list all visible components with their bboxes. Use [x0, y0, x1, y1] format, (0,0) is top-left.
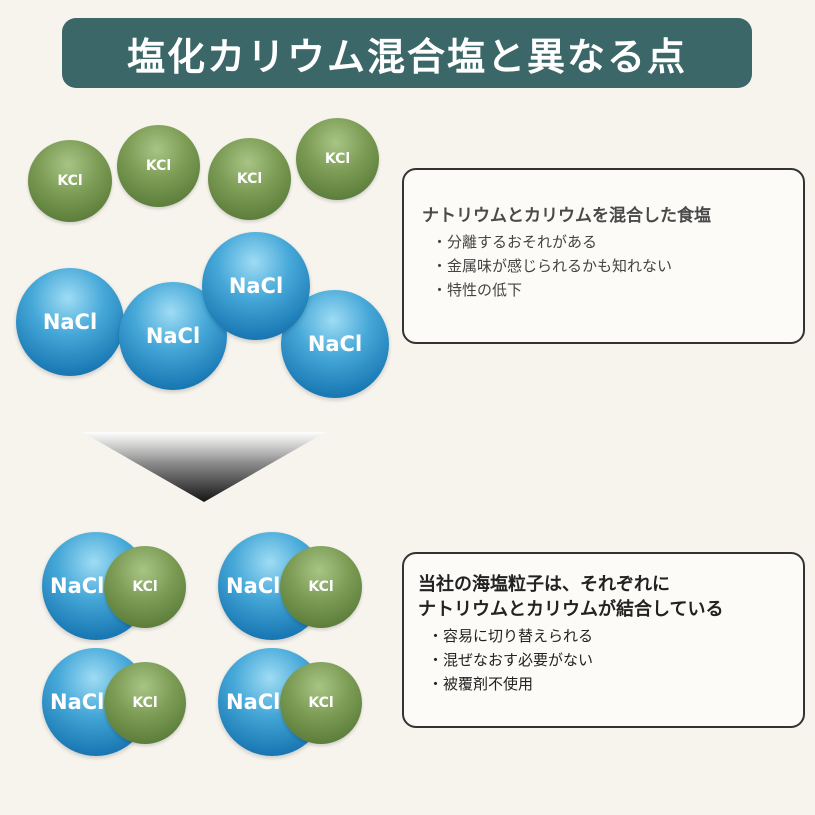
- list-item: 分離するおそれがある: [422, 230, 803, 254]
- mixed-salt-heading: ナトリウムとカリウムを混合した食塩: [422, 206, 711, 226]
- kcl-label: KCl: [308, 695, 334, 711]
- nacl-particle: NaCl: [202, 232, 310, 340]
- nacl-label: NaCl: [50, 574, 105, 598]
- list-item: 特性の低下: [422, 278, 803, 302]
- page-title: 塩化カリウム混合塩と異なる点: [126, 34, 687, 79]
- kcl-label: KCl: [145, 158, 172, 174]
- kcl-label: KCl: [132, 695, 158, 711]
- nacl-particle: NaCl: [16, 268, 124, 376]
- nacl-label: NaCl: [226, 690, 281, 714]
- kcl-particle: KCl: [280, 546, 362, 628]
- mixed-salt-list: 分離するおそれがある 金属味が感じられるかも知れない 特性の低下: [422, 230, 803, 302]
- our-salt-box: 当社の海塩粒子は、それぞれに ナトリウムとカリウムが結合している 容易に切り替え…: [402, 552, 805, 728]
- our-salt-list: 容易に切り替えられる 混ぜなおす必要がない 被覆剤不使用: [418, 624, 803, 696]
- our-salt-heading-line1: 当社の海塩粒子は、それぞれに: [418, 574, 670, 595]
- list-item: 容易に切り替えられる: [418, 624, 803, 648]
- down-arrow-icon: [82, 432, 326, 502]
- kcl-particle: KCl: [28, 140, 112, 222]
- nacl-label: NaCl: [226, 574, 281, 598]
- kcl-particle: KCl: [104, 546, 186, 628]
- nacl-label: NaCl: [307, 332, 363, 356]
- kcl-label: KCl: [324, 151, 351, 167]
- mixed-salt-box: ナトリウムとカリウムを混合した食塩 分離するおそれがある 金属味が感じられるかも…: [402, 168, 805, 344]
- kcl-particle: KCl: [296, 118, 379, 200]
- kcl-particle: KCl: [280, 662, 362, 744]
- kcl-particle: KCl: [208, 138, 291, 220]
- kcl-particle: KCl: [117, 125, 200, 207]
- kcl-label: KCl: [57, 173, 83, 189]
- title-banner: 塩化カリウム混合塩と異なる点: [62, 18, 752, 88]
- list-item: 金属味が感じられるかも知れない: [422, 254, 803, 278]
- our-salt-heading-line2: ナトリウムとカリウムが結合している: [418, 599, 724, 620]
- nacl-label: NaCl: [50, 690, 105, 714]
- kcl-label: KCl: [236, 171, 263, 187]
- nacl-label: NaCl: [42, 310, 98, 334]
- kcl-label: KCl: [308, 579, 334, 595]
- list-item: 被覆剤不使用: [418, 672, 803, 696]
- kcl-particle: KCl: [104, 662, 186, 744]
- nacl-label: NaCl: [145, 324, 201, 348]
- nacl-label: NaCl: [228, 274, 284, 298]
- kcl-label: KCl: [132, 579, 158, 595]
- list-item: 混ぜなおす必要がない: [418, 648, 803, 672]
